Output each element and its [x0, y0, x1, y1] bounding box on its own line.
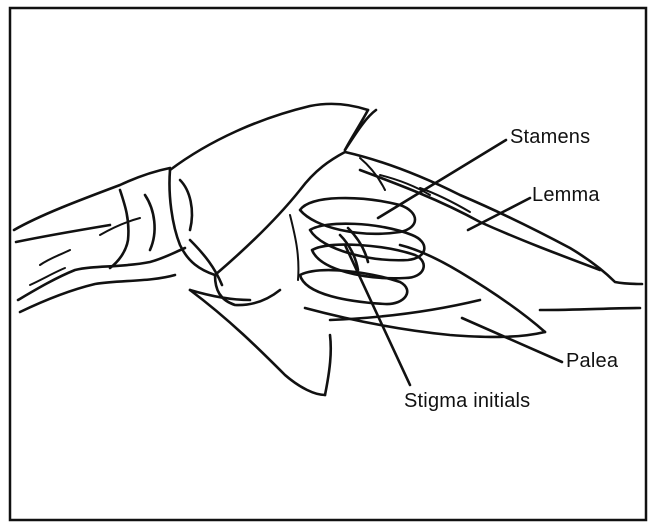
- label-stigma-initials: Stigma initials: [404, 390, 530, 413]
- stamens-group: [290, 198, 424, 304]
- label-lemma: Lemma: [532, 184, 600, 207]
- label-palea: Palea: [566, 350, 618, 373]
- glume-outline: [169, 104, 376, 305]
- stem-outline: [14, 168, 185, 312]
- lower-lobe-outline: [190, 290, 331, 395]
- leader-palea: [462, 318, 562, 362]
- label-stamens: Stamens: [510, 126, 590, 149]
